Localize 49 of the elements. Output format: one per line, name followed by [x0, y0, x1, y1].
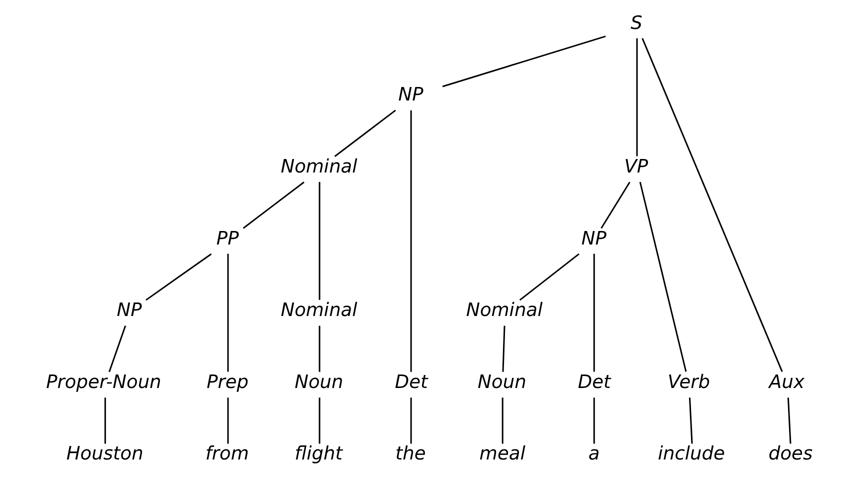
connector	[318, 398, 320, 444]
connector	[146, 253, 212, 301]
connector	[227, 398, 229, 444]
node-text: does	[768, 444, 813, 465]
connector	[410, 398, 412, 444]
node-text: Noun	[478, 372, 526, 393]
connector	[104, 398, 106, 444]
node-text: NP	[581, 228, 606, 250]
node-text: Proper-Noun	[46, 372, 162, 393]
node-text: include	[658, 444, 725, 465]
node-text: NP	[116, 300, 142, 322]
connector	[639, 182, 687, 372]
node-text: from	[205, 444, 249, 465]
connector	[334, 110, 396, 157]
node-text: Noun	[294, 372, 344, 393]
connector	[442, 36, 606, 88]
connector	[593, 398, 595, 444]
connector	[593, 254, 595, 372]
node-text: a	[588, 444, 600, 465]
node-text: the	[395, 444, 426, 465]
node-text: NP	[398, 84, 424, 106]
connector	[502, 398, 504, 444]
connector	[787, 398, 792, 444]
connector	[502, 326, 506, 372]
connector	[642, 38, 783, 372]
node-text: Det	[578, 372, 611, 393]
node-text: VP	[624, 156, 648, 178]
connector	[688, 398, 693, 444]
node-text: Nominal	[280, 156, 358, 178]
node-text: Verb	[668, 372, 710, 393]
node-text: Aux	[769, 372, 804, 393]
connector	[108, 326, 126, 372]
connector	[318, 326, 320, 372]
connector	[242, 182, 304, 229]
node-text: Nominal	[280, 300, 358, 322]
connector	[519, 253, 580, 301]
node-text: flight	[294, 444, 342, 465]
node-text: PP	[216, 228, 239, 250]
connector	[600, 182, 630, 229]
node-text: Det	[394, 372, 428, 393]
node-text: Houston	[66, 444, 144, 465]
connector	[318, 182, 320, 300]
node-text: meal	[479, 444, 526, 465]
connector	[410, 110, 412, 372]
connector	[636, 38, 638, 156]
connector	[227, 254, 229, 372]
node-text: Prep	[206, 372, 249, 393]
node-text: S	[630, 12, 642, 34]
node-text: Nominal	[466, 300, 543, 322]
